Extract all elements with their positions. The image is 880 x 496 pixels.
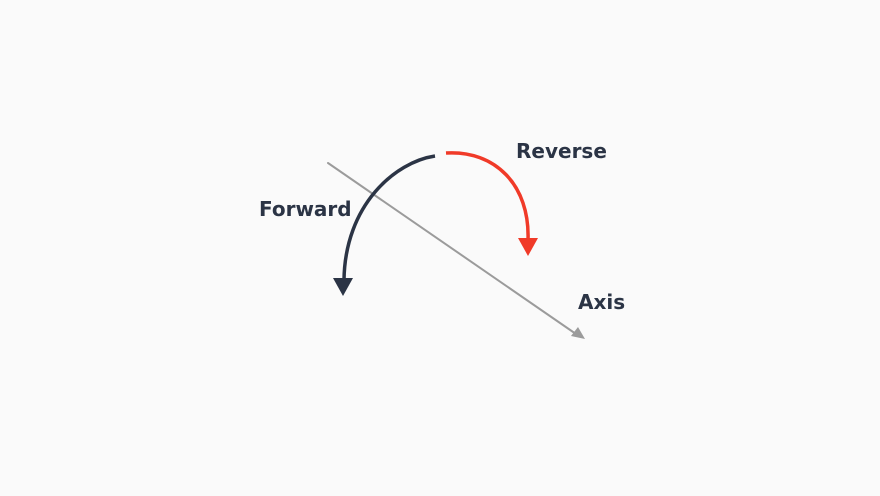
axis [327, 162, 585, 339]
forward-arc [342, 154, 436, 281]
axis-label: Axis [578, 290, 625, 314]
axis-line [327, 162, 577, 335]
reverse-arc [445, 151, 530, 241]
reverse-arrow [445, 151, 538, 256]
reverse-label: Reverse [516, 139, 607, 163]
forward-label: Forward [259, 197, 352, 221]
forward-arrowhead-icon [333, 278, 353, 296]
reverse-arrowhead-icon [518, 238, 538, 256]
axis-arrowhead-icon [571, 327, 585, 339]
forward-arrow [333, 154, 436, 296]
